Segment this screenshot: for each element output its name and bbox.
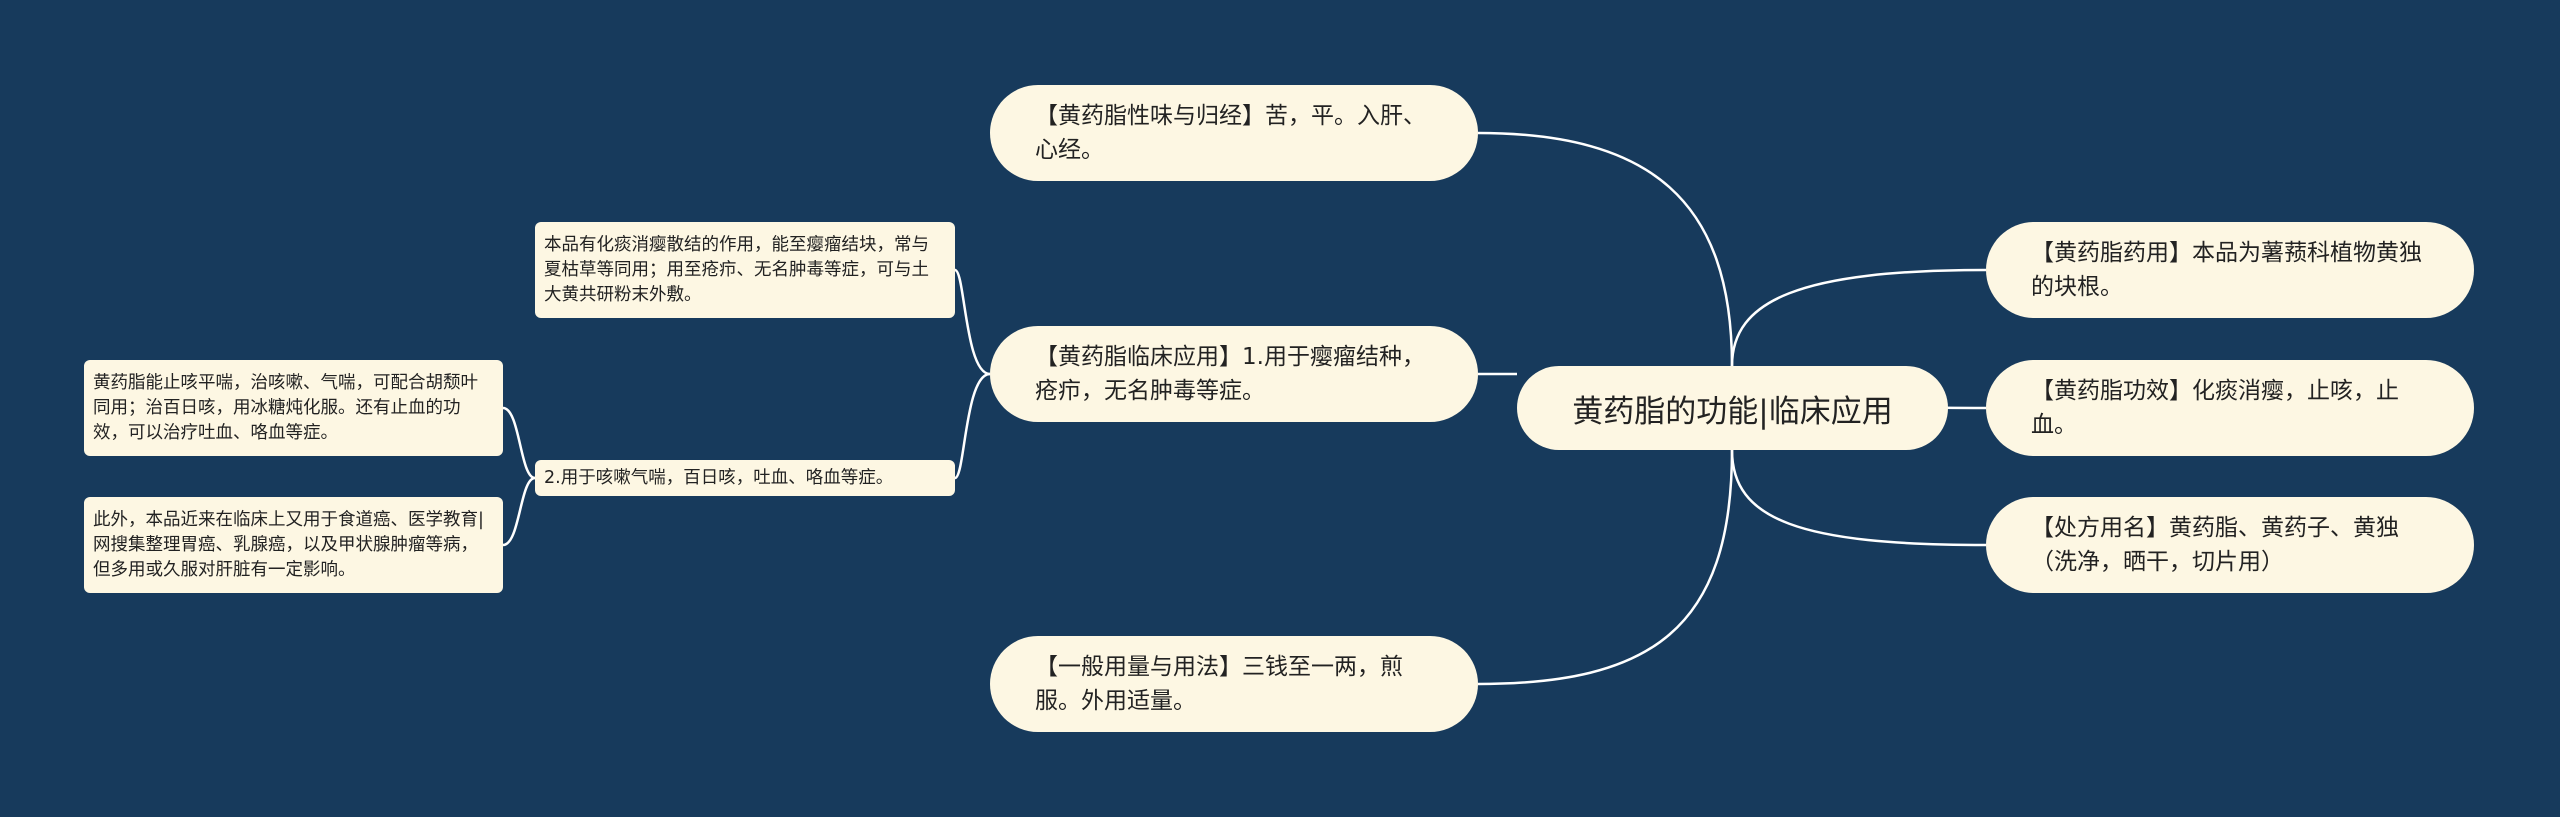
link-center-dosage — [1477, 449, 1734, 686]
node-prescription-names-label: 【处方用名】黄药脂、黄药子、黄独（洗净，晒干，切片用） — [2031, 515, 2399, 575]
link-cough-asthma — [502, 406, 536, 480]
link-center-prescription — [1730, 449, 1987, 547]
link-clinical-cough — [953, 372, 991, 480]
link-center-source — [1730, 268, 1987, 367]
central-topic[interactable]: 黄药脂的功能|临床应用 — [1517, 366, 1948, 450]
link-cough-cancer — [502, 476, 536, 547]
node-medicinal-source[interactable]: 【黄药脂药用】本品为薯蓣科植物黄独的块根。 — [1986, 222, 2474, 318]
node-cough-asthma-detail-label: 黄药脂能止咳平喘，治咳嗽、气喘，可配合胡颓叶同用；治百日咳，用冰糖炖化服。还有止… — [93, 372, 478, 443]
node-goiter-detail[interactable]: 本品有化痰消瘿散结的作用，能至瘿瘤结块，常与夏枯草等同用；用至疮疖、无名肿毒等症… — [535, 222, 955, 318]
node-goiter-detail-label: 本品有化痰消瘿散结的作用，能至瘿瘤结块，常与夏枯草等同用；用至疮疖、无名肿毒等症… — [544, 234, 929, 305]
node-dosage-usage-label: 【一般用量与用法】三钱至一两，煎服。外用适量。 — [1035, 654, 1403, 714]
node-efficacy[interactable]: 【黄药脂功效】化痰消瘿，止咳，止血。 — [1986, 360, 2474, 456]
node-efficacy-label: 【黄药脂功效】化痰消瘿，止咳，止血。 — [2031, 378, 2399, 438]
node-flavor-meridian-label: 【黄药脂性味与归经】苦，平。入肝、心经。 — [1035, 103, 1426, 163]
node-cough-asthma-detail[interactable]: 黄药脂能止咳平喘，治咳嗽、气喘，可配合胡颓叶同用；治百日咳，用冰糖炖化服。还有止… — [84, 360, 503, 456]
node-clinical-application-label: 【黄药脂临床应用】1.用于瘿瘤结种，疮疖，无名肿毒等症。 — [1035, 344, 1425, 404]
node-medicinal-source-label: 【黄药脂药用】本品为薯蓣科植物黄独的块根。 — [2031, 240, 2422, 300]
node-cough-usage-label: 2.用于咳嗽气喘，百日咳，吐血、咯血等症。 — [544, 467, 894, 488]
node-flavor-meridian[interactable]: 【黄药脂性味与归经】苦，平。入肝、心经。 — [990, 85, 1478, 181]
node-clinical-application[interactable]: 【黄药脂临床应用】1.用于瘿瘤结种，疮疖，无名肿毒等症。 — [990, 326, 1478, 422]
node-cancer-detail[interactable]: 此外，本品近来在临床上又用于食道癌、医学教育|网搜集整理胃癌、乳腺癌，以及甲状腺… — [84, 497, 503, 593]
node-cough-usage[interactable]: 2.用于咳嗽气喘，百日咳，吐血、咯血等症。 — [535, 460, 955, 496]
link-center-flavor — [1477, 131, 1734, 367]
node-prescription-names[interactable]: 【处方用名】黄药脂、黄药子、黄独（洗净，晒干，切片用） — [1986, 497, 2474, 593]
node-cancer-detail-label: 此外，本品近来在临床上又用于食道癌、医学教育|网搜集整理胃癌、乳腺癌，以及甲状腺… — [93, 509, 484, 580]
node-dosage-usage[interactable]: 【一般用量与用法】三钱至一两，煎服。外用适量。 — [990, 636, 1478, 732]
link-clinical-goiter — [953, 268, 991, 376]
central-topic-label: 黄药脂的功能|临床应用 — [1572, 393, 1893, 430]
